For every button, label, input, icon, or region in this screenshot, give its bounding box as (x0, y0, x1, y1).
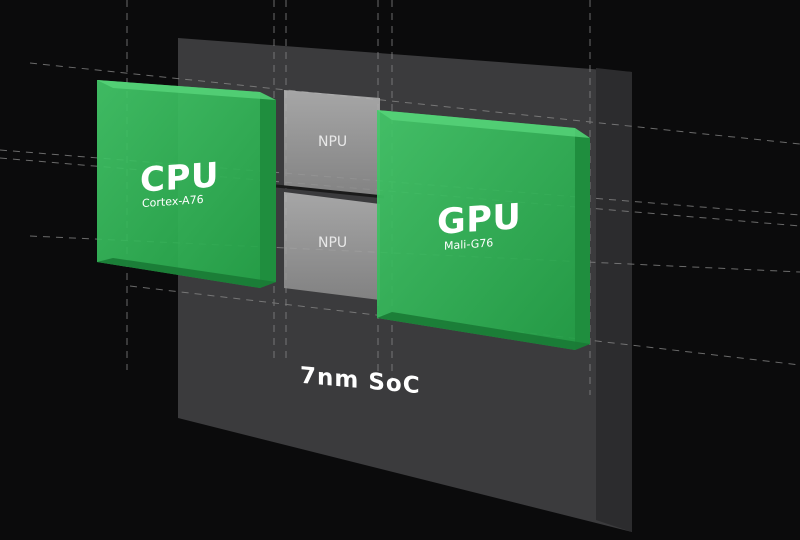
gpu-subtitle: Mali-G76 (444, 236, 494, 253)
npu-divider (275, 184, 385, 199)
npu-label-top: NPU (318, 134, 348, 150)
npu-block-bottom (284, 192, 380, 300)
npu-block-top (284, 90, 380, 198)
gpu-block (377, 110, 590, 350)
cpu-block (97, 80, 276, 288)
npu-label-bottom: NPU (318, 235, 348, 251)
cpu-title: CPU (140, 155, 219, 201)
gpu-title: GPU (437, 197, 522, 243)
